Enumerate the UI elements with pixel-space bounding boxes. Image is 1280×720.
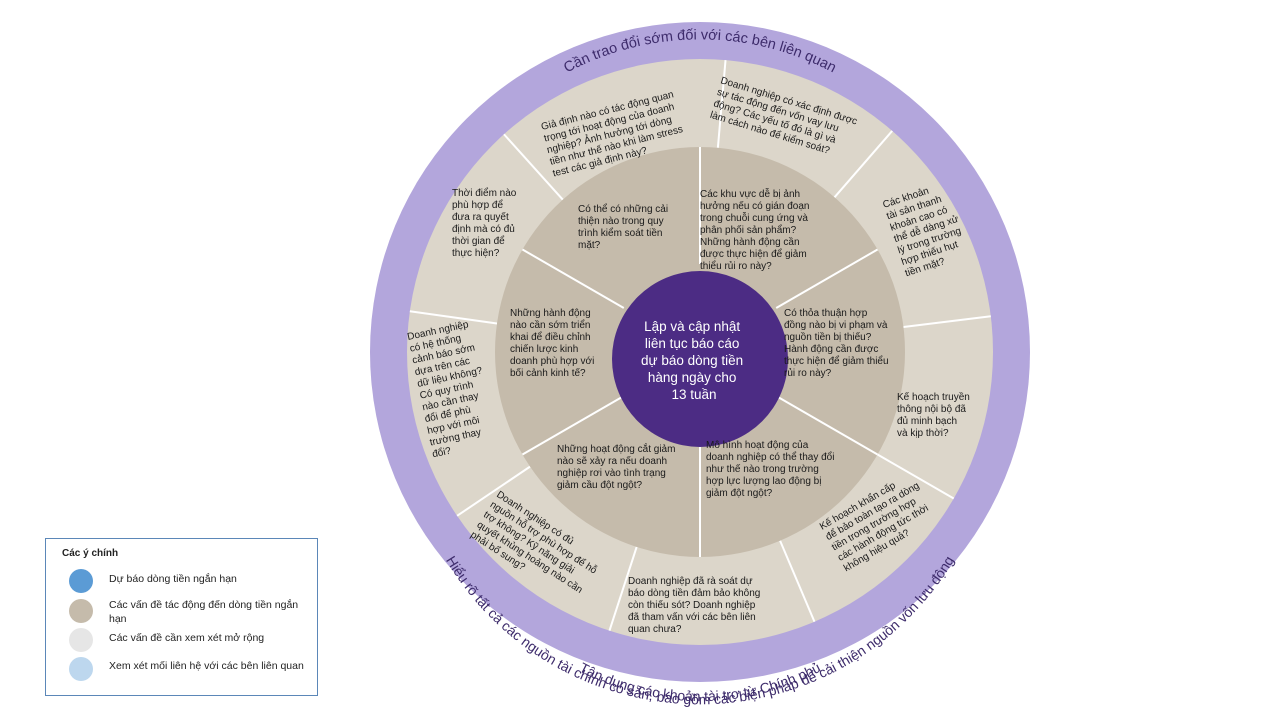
outer-question-3: Các khoảntài sản thanhkhoản cao cóthể dễ… (882, 180, 972, 280)
legend-label: Xem xét mối liên hệ với các bên liên qua… (109, 660, 304, 672)
legend-label: Các vấn đề tác động đến dòng tiền ngắn h… (109, 599, 299, 626)
outer-divider (877, 453, 955, 500)
legend-dot (69, 628, 93, 652)
outer-divider (608, 546, 638, 631)
outer-divider (409, 310, 498, 325)
center-label: Lập và cập nhật liên tục báo cáo dự báo … (641, 319, 747, 402)
middle-divider (521, 395, 625, 456)
legend-dot (69, 657, 93, 681)
legend: Các ý chính Dự báo dòng tiền ngắn hạn Cá… (45, 538, 318, 696)
center-circle (612, 271, 788, 447)
outer-divider (903, 315, 991, 329)
legend-dot (69, 599, 93, 623)
middle-ring-dividers (521, 147, 879, 557)
outer-divider (456, 465, 531, 517)
middle-divider (521, 248, 625, 309)
legend-title: Các ý chính (62, 548, 119, 559)
outer-divider (779, 540, 816, 623)
outer-ring-dividers (409, 60, 991, 631)
legend-label: Các vấn đề cần xem xét mở rộng (109, 632, 265, 644)
middle-divider (775, 248, 879, 309)
middle-divider (775, 395, 879, 456)
outer-divider (716, 60, 727, 148)
outer-question-5: Kế hoạch khẩn cấpđể bảo toàn tạo ra dòng… (818, 469, 940, 574)
outer-divider (503, 133, 564, 201)
legend-dot (69, 569, 93, 593)
outer-divider (833, 130, 893, 198)
legend-label: Dự báo dòng tiền ngắn hạn (109, 573, 237, 585)
